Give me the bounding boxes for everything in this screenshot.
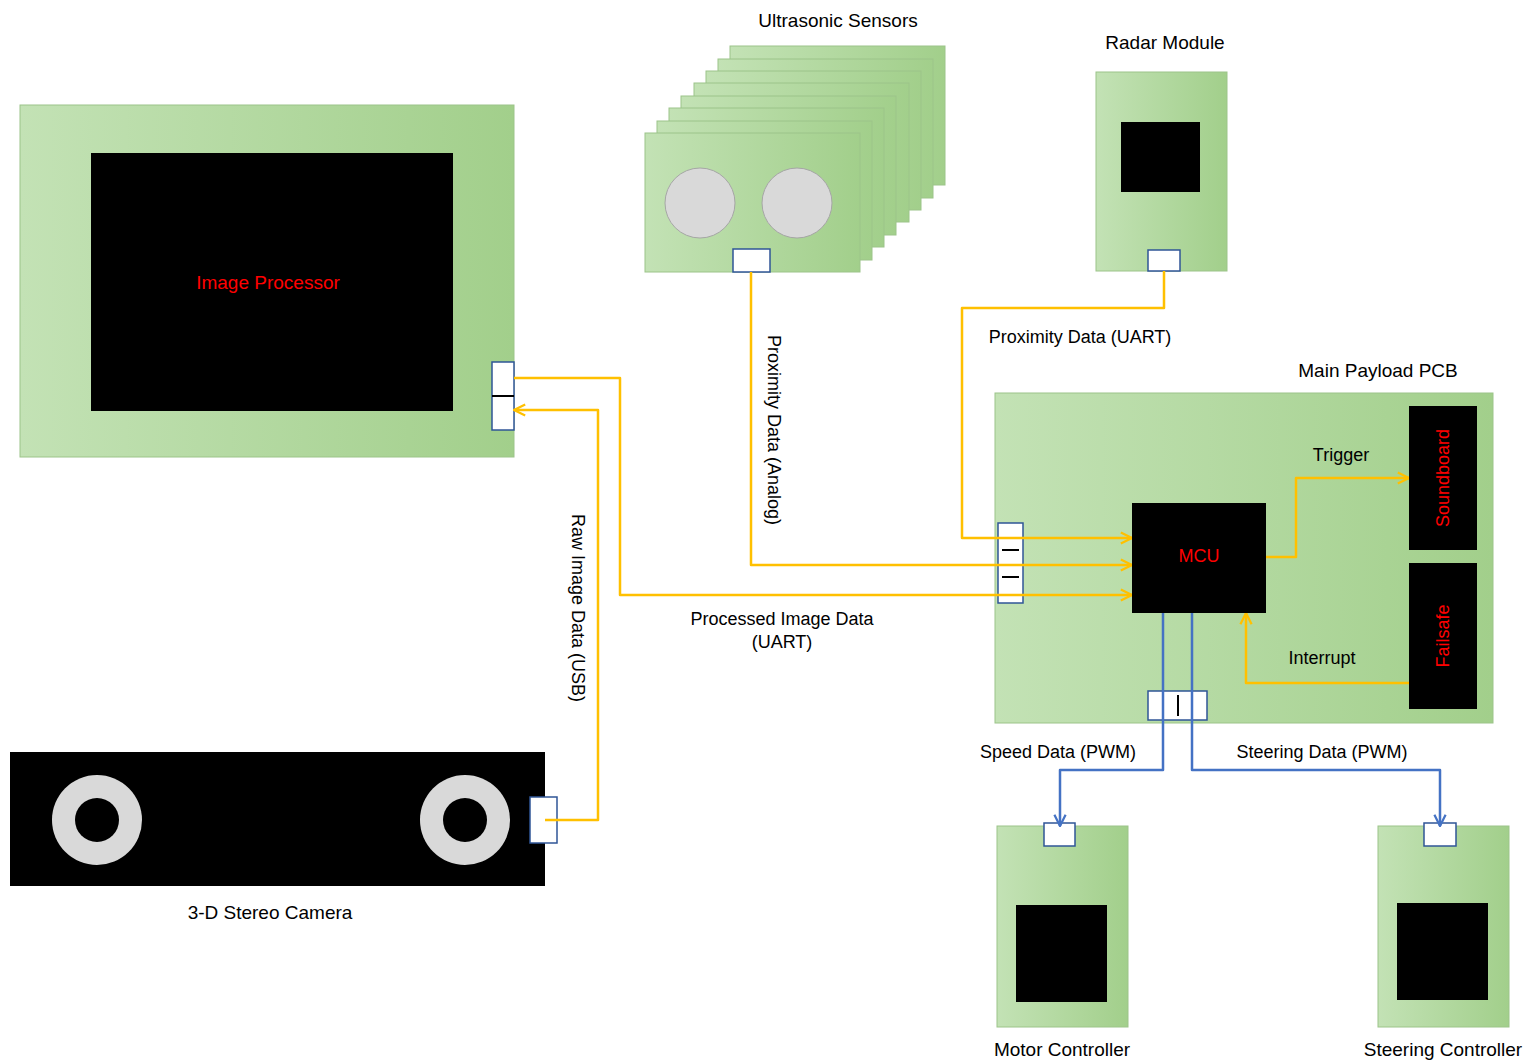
node-label: Image Processor: [196, 272, 340, 294]
pcb-board: Main Payload PCBMCUSoundboardFailsafe: [995, 393, 1493, 723]
signal-connector: [1266, 478, 1409, 557]
signal-connector: [514, 378, 1132, 595]
mcu-chip: MCU: [1132, 503, 1266, 613]
signal-label: Proximity Data (UART): [989, 326, 1172, 349]
radar-board: [1096, 72, 1227, 271]
connector: [492, 362, 514, 430]
node-label: Ultrasonic Sensors: [758, 10, 917, 32]
connector: [1044, 823, 1075, 846]
signal-connector: [514, 410, 598, 820]
controller-chip: [1016, 905, 1107, 1002]
signal-connector: [962, 271, 1164, 538]
connector-divider: [1002, 576, 1019, 578]
processor-board: Image Processor: [20, 105, 514, 457]
signal-label: Processed Image Data (UART): [677, 608, 887, 653]
signal-label: Trigger: [1313, 444, 1369, 467]
camera-body: [10, 752, 545, 886]
sensor-array: Ultrasonic Sensors: [645, 133, 860, 272]
processor-board: [20, 105, 514, 457]
signal-label: Proximity Data (Analog): [763, 335, 786, 525]
connector: [1424, 823, 1456, 846]
signal-connector: [751, 272, 1132, 565]
signal-connector: [1192, 613, 1440, 826]
signal-label: Raw Image Data (USB): [567, 514, 590, 702]
node-label: 3-D Stereo Camera: [188, 902, 353, 924]
failsafe-chip: Failsafe: [1409, 563, 1477, 709]
signal-connector: [1246, 613, 1409, 683]
connector: [1148, 250, 1180, 271]
node-label: Steering Controller: [1364, 1039, 1522, 1061]
radar-module: Radar Module: [1096, 72, 1227, 271]
soundboard-chip: Soundboard: [1409, 406, 1477, 550]
controller-board: Motor Controller: [997, 826, 1128, 1027]
pcb-board: [995, 393, 1493, 723]
connector: [1148, 691, 1207, 720]
node-label: Main Payload PCB: [1298, 360, 1457, 382]
connector-divider: [1002, 549, 1019, 551]
signal-label: Interrupt: [1288, 647, 1355, 670]
camera-lens: [52, 775, 142, 865]
camera-lens: [420, 775, 510, 865]
processor-chip: [91, 153, 453, 411]
connector-divider: [492, 395, 514, 397]
node-label: MCU: [1179, 546, 1220, 567]
ultrasonic-stack: [645, 46, 945, 272]
signal-label: Speed Data (PWM): [980, 741, 1136, 764]
signal-label: Steering Data (PWM): [1236, 741, 1407, 764]
controller-chip: [1397, 903, 1488, 1000]
connector: [998, 523, 1023, 603]
sensor-plate: [645, 133, 860, 272]
camera-lens-center: [75, 798, 119, 842]
node-label: Motor Controller: [994, 1039, 1130, 1061]
controller-board: [997, 826, 1128, 1027]
connector: [733, 249, 770, 272]
stereo-camera: 3-D Stereo Camera: [10, 752, 545, 886]
node-label: Soundboard: [1433, 429, 1454, 527]
transducer: [665, 168, 735, 238]
controller-board: [1378, 826, 1509, 1027]
signal-connector: [1060, 613, 1163, 826]
connector-divider: [1177, 695, 1179, 716]
controller-board: Steering Controller: [1378, 826, 1509, 1027]
camera-lens-center: [443, 798, 487, 842]
node-label: Radar Module: [1105, 32, 1224, 54]
radar-chip: [1121, 122, 1200, 192]
transducer: [762, 168, 832, 238]
node-label: Failsafe: [1433, 604, 1454, 667]
